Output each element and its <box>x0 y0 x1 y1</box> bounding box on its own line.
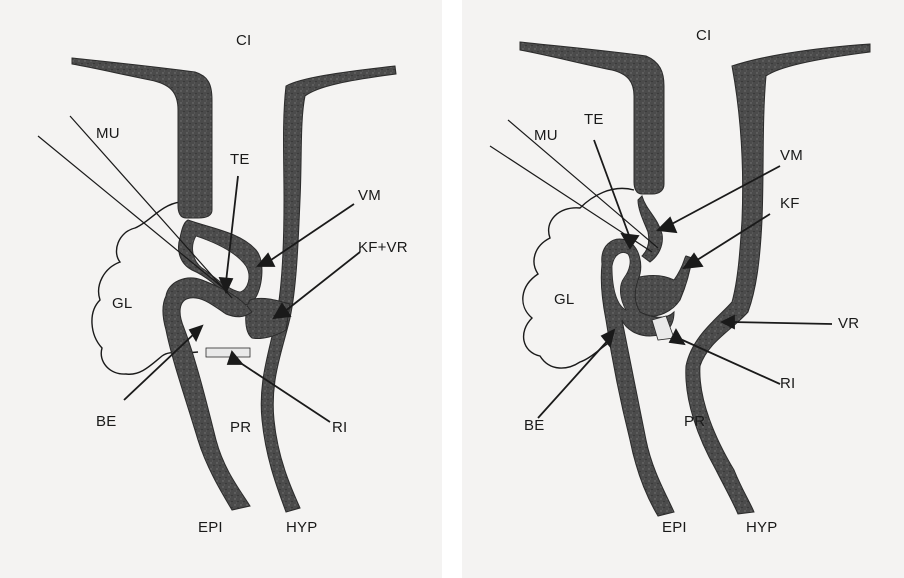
label-kf-vr: KF+VR <box>358 240 408 255</box>
label-hyp: HYP <box>746 520 777 535</box>
label-hyp: HYP <box>286 520 317 535</box>
label-mu: MU <box>534 128 558 143</box>
label-pr: PR <box>230 420 251 435</box>
ci-left-vessel <box>72 58 212 218</box>
left-diagram-panel: CI MU TE VM KF+VR GL BE RI PR EPI HYP <box>0 0 442 578</box>
label-te: TE <box>584 112 604 127</box>
label-gl: GL <box>554 292 574 307</box>
be-arrow <box>538 338 610 418</box>
label-vm: VM <box>780 148 803 163</box>
be-loop <box>163 278 252 510</box>
vm-arrow <box>268 204 354 262</box>
vm-arrow <box>668 166 780 226</box>
label-vm: VM <box>358 188 381 203</box>
label-gl: GL <box>112 296 132 311</box>
ci-right-vessel <box>686 44 870 514</box>
label-ri: RI <box>780 376 795 391</box>
panel-divider <box>442 0 462 578</box>
label-kf: KF <box>780 196 800 211</box>
ri-arrow <box>236 360 330 422</box>
label-vr: VR <box>838 316 859 331</box>
label-te: TE <box>230 152 250 167</box>
right-diagram-panel: CI MU TE VM KF GL VR RI BE PR EPI HYP <box>462 0 904 578</box>
label-pr: PR <box>684 414 705 429</box>
ri-channel <box>206 348 250 357</box>
label-epi: EPI <box>662 520 687 535</box>
label-mu: MU <box>96 126 120 141</box>
label-epi: EPI <box>198 520 223 535</box>
label-ri: RI <box>332 420 347 435</box>
ci-right-vessel <box>261 66 396 512</box>
label-ci: CI <box>236 33 251 48</box>
left-diagram-drawing <box>0 0 442 578</box>
label-ci: CI <box>696 28 711 43</box>
vr-arrow <box>730 322 832 324</box>
label-be: BE <box>96 414 116 429</box>
right-diagram-drawing <box>462 0 904 578</box>
label-be: BE <box>524 418 544 433</box>
